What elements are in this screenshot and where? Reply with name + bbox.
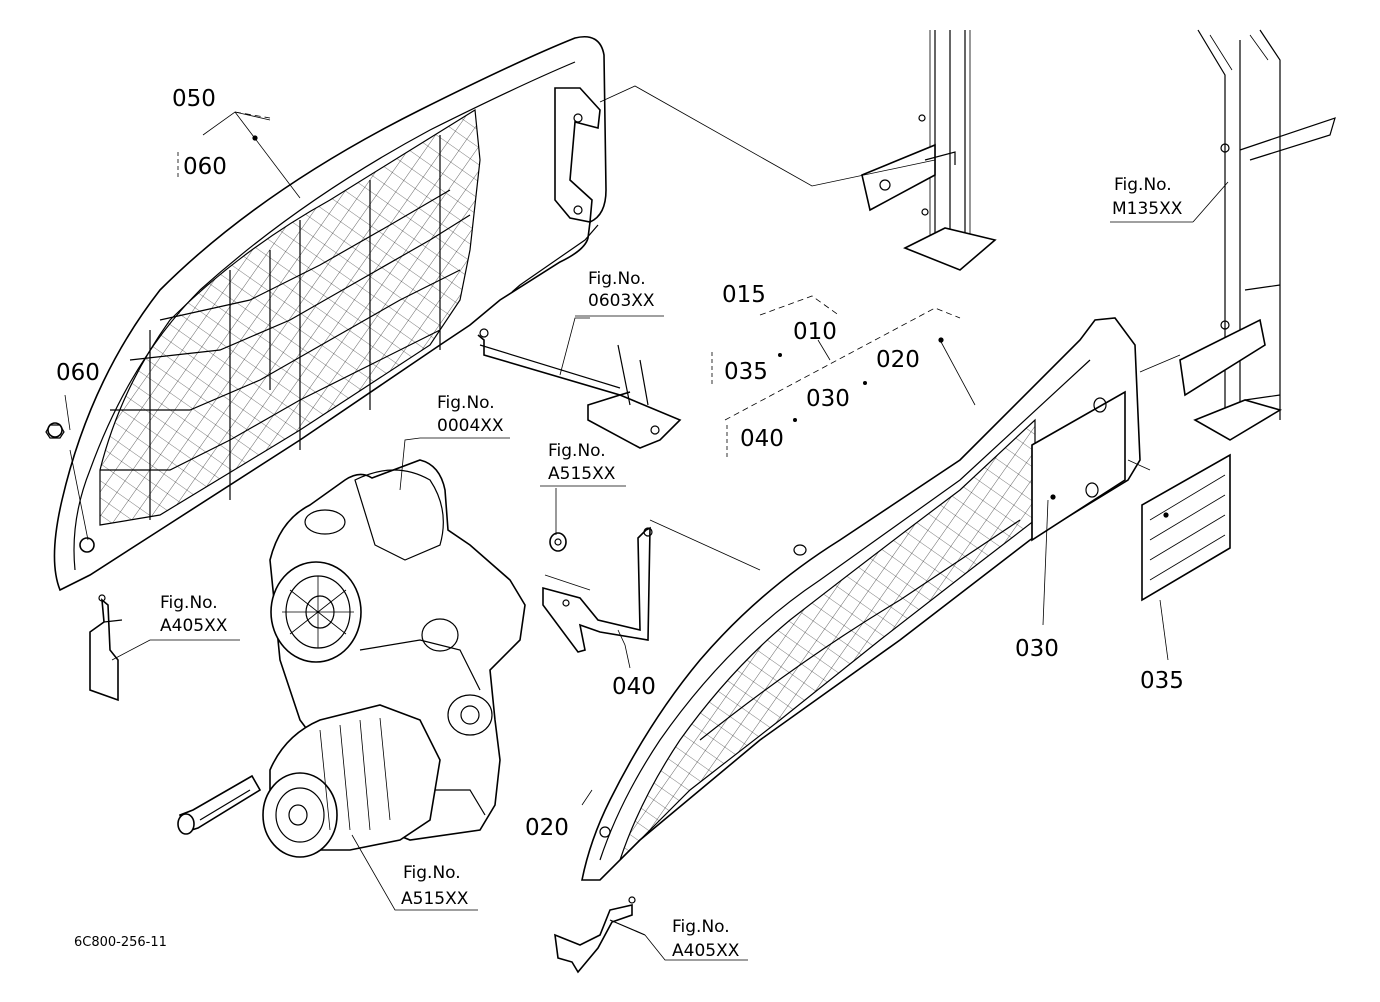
callout-050: 050 [172, 86, 216, 112]
right-lower-bracket [554, 896, 646, 974]
callout-040-group: 040 [740, 426, 784, 452]
foam-pad-035 [1141, 453, 1231, 602]
figref-0004-line2: 0004XX [437, 416, 504, 436]
drawing-code: 6C800-256-11 [74, 935, 167, 950]
middle-mounting-rod [477, 328, 682, 449]
figref-A515-top-line2: A515XX [548, 464, 616, 484]
figref-A405-bottom-line2: A405XX [672, 941, 740, 961]
callout-060-left: 060 [56, 360, 100, 386]
bracket-040 [542, 526, 653, 653]
figref-A405-left-line2: A405XX [160, 616, 228, 636]
right-side-grille-panel [581, 317, 1141, 881]
callout-020: 020 [525, 815, 569, 841]
callout-040-bracket: 040 [612, 674, 656, 700]
left-lower-bracket [89, 594, 123, 702]
figref-A515-bottom-line2: A515XX [401, 889, 469, 909]
callout-030: 030 [1015, 636, 1059, 662]
figref-M135-line2: M135XX [1112, 199, 1183, 219]
figref-A405-left-line1: Fig.No. [160, 593, 218, 613]
figref-A515-top-line1: Fig.No. [548, 441, 606, 461]
callout-010: 010 [793, 319, 837, 345]
callout-035: 035 [1140, 668, 1184, 694]
leader-lines [64, 85, 1229, 961]
callout-020-group: 020 [876, 347, 920, 373]
figref-A405-bottom-line1: Fig.No. [672, 917, 730, 937]
callout-015: 015 [722, 282, 766, 308]
figref-0004-line1: Fig.No. [437, 393, 495, 413]
callout-035-group: 035 [724, 359, 768, 385]
group-dot-markers [252, 135, 1169, 518]
figref-0603-line1: Fig.No. [588, 269, 646, 289]
left-side-grille-panel [45, 36, 607, 592]
figref-A515-bottom-line1: Fig.No. [403, 863, 461, 883]
figref-0603-line2: 0603XX [588, 291, 655, 311]
alternator [177, 704, 441, 858]
callout-060-top: 060 [183, 154, 227, 180]
figref-M135-line1: Fig.No. [1114, 175, 1172, 195]
callout-030-group: 030 [806, 386, 850, 412]
frame-upright-center [861, 30, 997, 271]
frame-upright-right [1179, 29, 1336, 441]
